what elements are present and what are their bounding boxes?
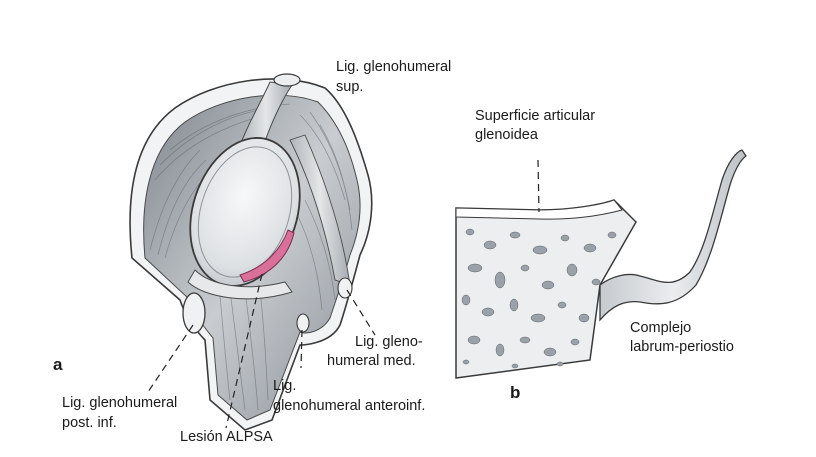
- leader-anteroinferior: [300, 329, 303, 369]
- labrum-periosteum-complex: [599, 149, 747, 322]
- label-postinf-ligament-line2: post. inf.: [62, 415, 117, 431]
- articular-cartilage: [455, 199, 623, 220]
- posterior-inferior-ligament-knob: [182, 292, 206, 334]
- label-sup-ligament-line2: sup.: [336, 79, 364, 95]
- bone-section-illustration: [455, 149, 747, 379]
- panel-label-b: b: [510, 383, 521, 402]
- superior-ligament-insertion: [273, 73, 301, 87]
- leader-posterior-inferior: [147, 324, 194, 393]
- label-articular-surface-line1: Superficie articular: [475, 108, 596, 124]
- inferior-labrum: [187, 269, 293, 300]
- label-anteroinf-ligament-line2: glenohumeral anteroinf.: [273, 398, 426, 414]
- leader-articular-surface: [537, 159, 540, 213]
- leader-middle: [346, 289, 376, 336]
- panel-a-leaders: [147, 273, 376, 429]
- alpsa-lesion: [239, 229, 295, 283]
- panel-label-a: a: [53, 355, 63, 374]
- label-med-ligament-line2: humeral med.: [327, 353, 416, 369]
- label-postinf-ligament-line1: Lig. glenohumeral: [62, 395, 178, 411]
- capsule-illustration: [129, 73, 376, 431]
- cancellous-bone-texture: [461, 228, 617, 369]
- label-anteroinf-ligament-line1: Lig.: [273, 378, 297, 394]
- glenoid-rim-inner: [197, 146, 293, 278]
- label-sup-ligament-line1: Lig. glenohumeral: [336, 59, 452, 75]
- label-articular-surface-line2: glenoidea: [475, 127, 538, 143]
- label-labrum-complex-line2: labrum-periostio: [630, 339, 734, 355]
- anteroinferior-ligament-knob: [296, 313, 310, 333]
- label-med-ligament-line1: Lig. gleno-: [355, 334, 423, 350]
- leader-alpsa: [225, 273, 263, 429]
- label-alpsa-lesion: Lesión ALPSA: [180, 429, 273, 445]
- label-labrum-complex-line1: Complejo: [630, 320, 692, 336]
